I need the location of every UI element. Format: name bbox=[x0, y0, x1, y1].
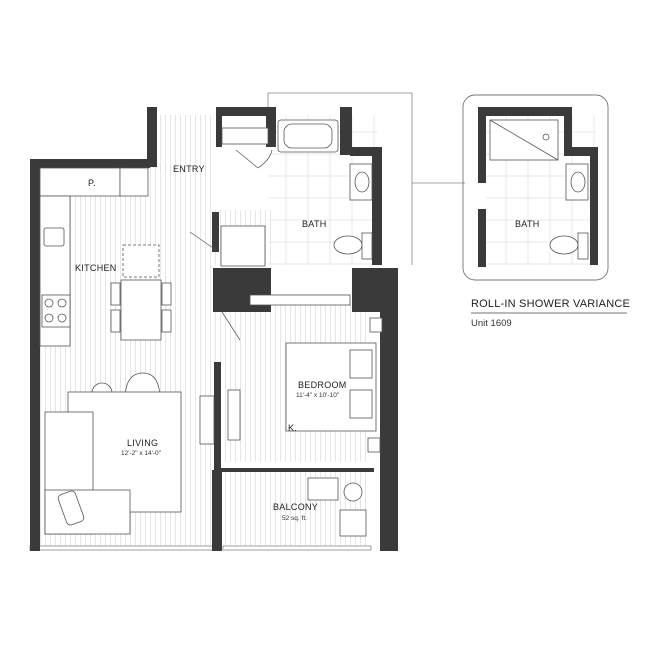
closet-label: K. bbox=[288, 423, 297, 433]
bedroom-dimensions: 11'-4" x 10'-10" bbox=[296, 392, 340, 399]
fixtures bbox=[39, 119, 589, 537]
bath-label: BATH bbox=[302, 219, 327, 229]
entry-label: ENTRY bbox=[173, 164, 205, 174]
balcony-label: BALCONY bbox=[273, 502, 318, 512]
kitchen-label: KITCHEN bbox=[75, 263, 117, 273]
variance-title: ROLL-IN SHOWER VARIANCE bbox=[471, 298, 630, 310]
variance-walls bbox=[478, 107, 598, 267]
balcony-area: 52 sq. ft. bbox=[282, 515, 307, 522]
variance-bath-label: BATH bbox=[515, 219, 540, 229]
walls bbox=[30, 107, 398, 551]
living-label: LIVING bbox=[127, 438, 158, 448]
variance-frame bbox=[462, 94, 609, 281]
living-dimensions: 12'-2" x 14'-0" bbox=[121, 450, 162, 457]
variance-unit: Unit 1609 bbox=[471, 318, 512, 329]
doors bbox=[189, 149, 273, 341]
bedroom-label: BEDROOM bbox=[298, 380, 347, 390]
pantry-label: P. bbox=[88, 178, 96, 188]
